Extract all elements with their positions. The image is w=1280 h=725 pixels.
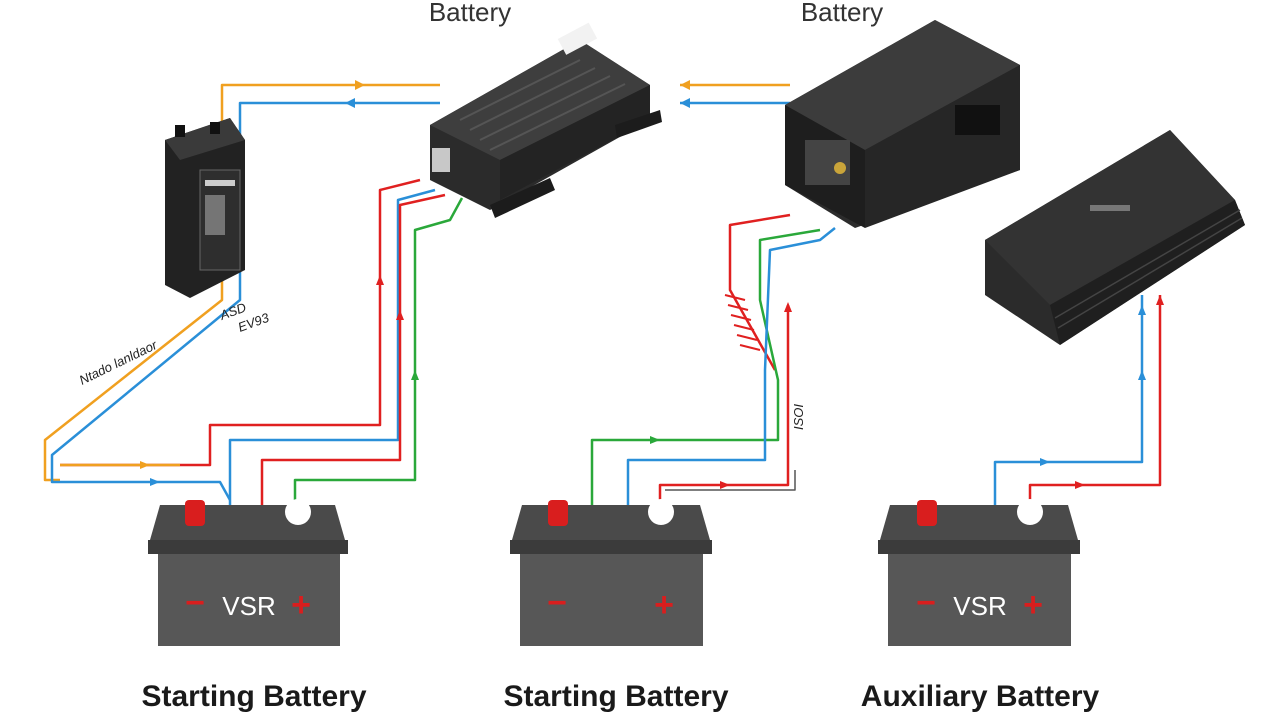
battery-label: VSR [222,591,275,621]
negative-terminal-icon [1017,499,1043,525]
plus-sign: + [654,586,674,624]
wire-orange-main [43,83,440,482]
battery-body [888,554,1071,646]
wire-blue-minus [228,188,436,505]
arrow-red-aux-right-icon [1075,481,1085,489]
right-wire-arrows [1040,295,1164,489]
wire-blue-mid-minus [626,227,836,505]
middle-vsr-unit [785,20,1020,228]
plus-sign: + [1023,586,1043,624]
wire-label-c: ISOI [791,404,806,430]
arrow-green-mid-icon [650,436,660,444]
left-vsr-unit [430,22,662,218]
battery-lid [880,505,1078,540]
terminal-block [805,140,850,185]
caption-starting-left: Starting Battery [141,680,366,713]
battery-starting-middle: − + [510,499,712,646]
wire-green [293,197,464,500]
arrow-red-aux-up-icon [1156,295,1164,305]
minus-sign: − [547,584,567,622]
arrow-red-mid-up-icon [784,302,792,312]
positive-terminal-icon [185,500,205,526]
battery-lid [150,505,345,540]
left-device-title: Battery [429,0,511,27]
arrow-blue-right-icon [150,478,160,486]
battery-body [158,554,340,646]
arrow-orange-right-icon [140,461,150,469]
negative-terminal-icon [285,499,311,525]
arrow-green-up-icon [411,370,419,380]
wire-red-plus [260,193,446,505]
wire-red-a [60,178,421,467]
plus-sign: + [291,586,311,624]
right-aux-unit [985,130,1245,345]
battery-body [520,554,703,646]
caption-starting-middle: Starting Battery [503,680,728,713]
caption-auxiliary: Auxiliary Battery [861,680,1100,713]
arrow-red-up-icon-2 [396,310,404,320]
minus-sign: − [185,584,205,622]
arrow-orange-left-icon [680,80,690,90]
left-wire-arrows [140,80,419,486]
arrow-blue-icon [345,98,355,108]
arrow-blue-aux-up-icon-2 [1138,370,1146,380]
battery-label: VSR [953,591,1006,621]
arrow-blue-aux-right-icon [1040,458,1050,466]
terminal-connector-icon [432,148,450,172]
arrow-red-up-icon [376,275,384,285]
small-relay-module [165,118,245,298]
left-wiring [43,83,464,505]
vent-slot [955,105,1000,135]
fuse-hatching [724,294,761,351]
wire-grey-mid [665,470,796,491]
battery-starting-left: − VSR + [148,499,348,646]
positive-terminal-icon [548,500,568,526]
middle-device-title: Battery [801,0,883,27]
wire-red-aux [1028,295,1162,505]
middle-wire-arrows [650,80,792,489]
arrow-orange-icon [355,80,365,90]
negative-terminal-icon [648,499,674,525]
arrow-blue-aux-up-icon [1138,305,1146,315]
wire-green-mid [590,228,821,505]
battery-auxiliary: − VSR + [878,499,1080,646]
positive-terminal-icon [917,500,937,526]
arrow-red-mid-right-icon [720,481,730,489]
wire-label-long: Ntado lanldaor [77,337,160,388]
battery-lid [512,505,710,540]
minus-sign: − [916,584,936,622]
arrow-blue-left-icon [680,98,690,108]
wire-blue-main [50,101,440,501]
